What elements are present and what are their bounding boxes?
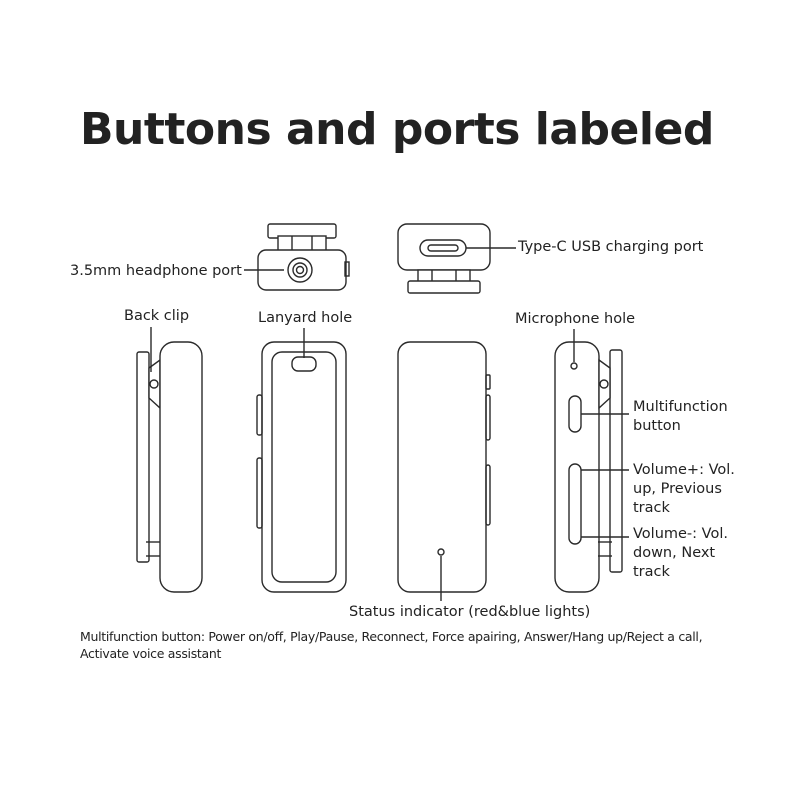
- label-volume-up-line3: track: [633, 500, 671, 516]
- status-indicator-light: [437, 548, 445, 556]
- back-view-device: [256, 341, 347, 593]
- right-side-view-device: [554, 341, 623, 593]
- top-view-device: [397, 223, 491, 294]
- function-note-line1: Multifunction button: Power on/off, Play…: [80, 629, 703, 644]
- label-microphone-hole: Microphone hole: [515, 311, 635, 327]
- headphone-jack-core: [295, 265, 305, 275]
- side-button-ridge: [256, 394, 263, 436]
- label-back-clip: Back clip: [124, 308, 189, 324]
- usb-c-port-inner: [427, 244, 459, 252]
- device-body-side-right: [554, 341, 600, 593]
- function-note: Multifunction button: Power on/off, Play…: [80, 628, 740, 662]
- left-side-view-device: [136, 341, 203, 593]
- clip-tab-bottom: [407, 280, 481, 294]
- label-volume-down-line3: track: [633, 564, 671, 580]
- back-clip: [136, 351, 150, 563]
- side-ridge: [485, 394, 491, 441]
- hinge-pin: [149, 379, 159, 389]
- label-multifunction-line1: Multifunction: [633, 399, 728, 415]
- bottom-view-device: [257, 223, 350, 291]
- label-volume-down-line1: Volume-: Vol.: [633, 526, 728, 542]
- label-status-indicator: Status indicator (red&blue lights): [349, 604, 590, 620]
- side-button-ridge: [256, 457, 263, 529]
- label-usb-port: Type-C USB charging port: [517, 239, 704, 255]
- hinge-pin-right: [599, 379, 609, 389]
- headphone-jack-inner: [292, 262, 308, 278]
- label-lanyard-hole: Lanyard hole: [258, 310, 352, 326]
- label-volume-up-line1: Volume+: Vol.: [633, 462, 735, 478]
- headphone-jack-icon: [287, 257, 313, 283]
- side-ridge: [485, 464, 491, 526]
- function-note-line2: Activate voice assistant: [80, 646, 222, 661]
- clip-hinge-right: [598, 358, 611, 410]
- device-body-top: [397, 223, 491, 271]
- microphone-hole-icon: [570, 362, 578, 370]
- back-clip-right: [609, 349, 623, 573]
- label-volume-up-line2: up, Previous: [633, 481, 722, 497]
- side-ridge: [485, 374, 491, 390]
- volume-rocker-icon: [568, 463, 582, 545]
- label-volume-down-line2: down, Next: [633, 545, 715, 561]
- label-multifunction-line2: button: [633, 418, 681, 434]
- page-title: Buttons and ports labeled: [80, 104, 714, 155]
- side-nub: [344, 261, 350, 277]
- device-body-side-left: [159, 341, 203, 593]
- device-body-back: [261, 341, 347, 593]
- clip-neck-top: [417, 269, 471, 283]
- label-headphone-port: 3.5mm headphone port: [70, 263, 242, 279]
- front-view-device: [397, 341, 491, 593]
